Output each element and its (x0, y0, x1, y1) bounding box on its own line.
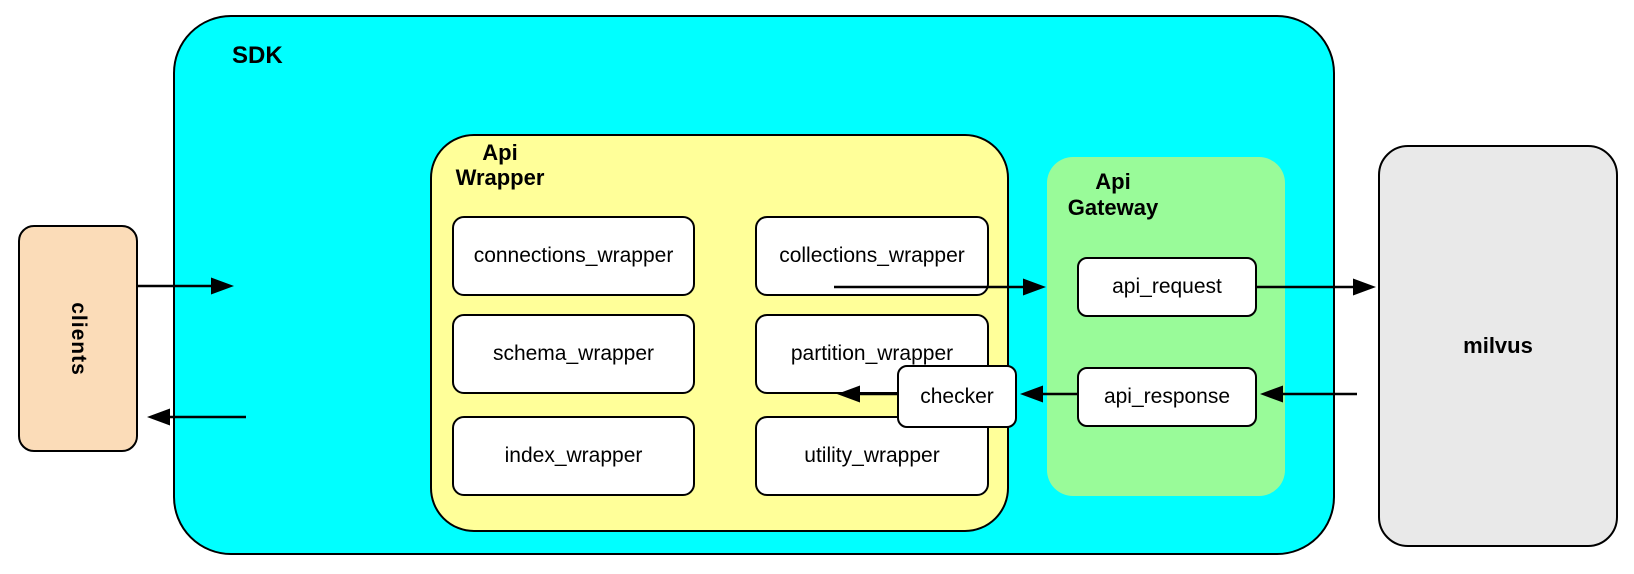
milvus-node: milvus (1378, 145, 1618, 547)
partition-wrapper-node: partition_wrapper (755, 314, 989, 394)
schema-wrapper-node: schema_wrapper (452, 314, 695, 394)
collections-wrapper-node: collections_wrapper (755, 216, 989, 296)
checker-node: checker (897, 365, 1017, 428)
connections-wrapper-node: connections_wrapper (452, 216, 695, 296)
api-response-node: api_response (1077, 367, 1257, 427)
sdk-label: SDK (232, 42, 283, 69)
api-request-node: api_request (1077, 257, 1257, 317)
utility-wrapper-node: utility_wrapper (755, 416, 989, 496)
index-wrapper-node: index_wrapper (452, 416, 695, 496)
api-wrapper-container: Api Wrapper connections_wrapper collecti… (430, 134, 1009, 532)
api-gateway-label: Api Gateway (1067, 169, 1159, 220)
milvus-label: milvus (1463, 333, 1533, 358)
api-wrapper-label: Api Wrapper (455, 140, 545, 190)
clients-node: clients (18, 225, 138, 452)
clients-label: clients (67, 301, 90, 376)
api-gateway-container: Api Gateway api_request api_response (1047, 157, 1285, 496)
